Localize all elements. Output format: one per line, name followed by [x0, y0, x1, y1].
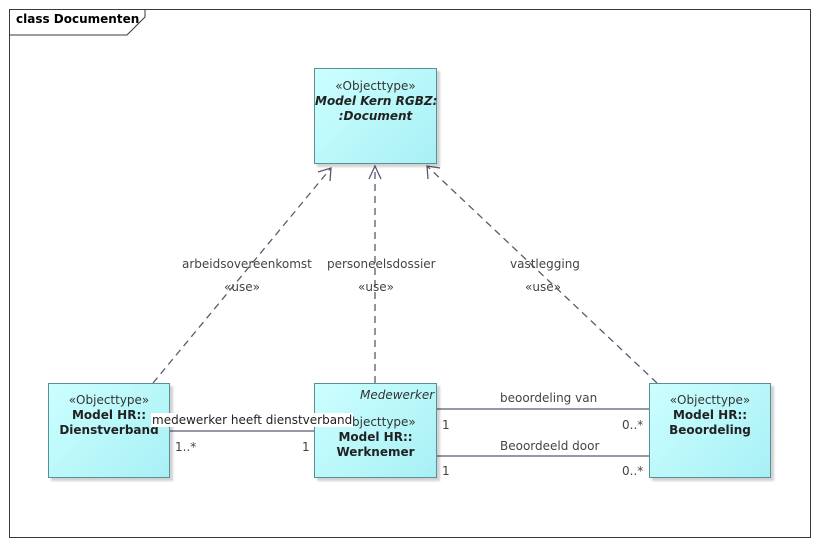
dependency-personeelsdossier-arrowhead: [368, 164, 382, 180]
association-dienstverband-target-multiplicity: 1: [302, 440, 310, 454]
class-werknemer[interactable]: «Objecttype» Model HR:: Werknemer: [314, 383, 437, 478]
association-beoordeeld-door-label: Beoordeeld door: [500, 439, 600, 453]
dependency-personeelsdossier-label: personeelsdossier: [327, 257, 436, 271]
class-werknemer-name-line1: Model HR::: [338, 430, 413, 444]
class-dienstverband-name-line2: Dienstverband: [59, 423, 159, 437]
diagram-frame: [9, 9, 811, 538]
association-beoordeeld-door-source-multiplicity: 1: [442, 464, 450, 478]
dependency-arbeidsovereenkomst-label: arbeidsovereenkomst: [182, 257, 312, 271]
class-document-stereotype: «Objecttype»: [335, 79, 416, 93]
class-dienstverband[interactable]: «Objecttype» Model HR:: Dienstverband: [48, 383, 170, 478]
class-dienstverband-stereotype: «Objecttype»: [68, 393, 150, 407]
association-beoordeling-van-target-multiplicity: 0..*: [622, 418, 644, 432]
association-beoordeling-van-label: beoordeling van: [500, 391, 598, 405]
dependency-vastlegging-stereotype: «use»: [525, 280, 561, 294]
dependency-arbeidsovereenkomst-stereotype: «use»: [224, 280, 260, 294]
class-document-name-line1: Model Kern RGBZ:: [315, 94, 438, 108]
association-dienstverband-source-multiplicity: 1..*: [175, 440, 197, 454]
class-document[interactable]: «Objecttype» Model Kern RGBZ: :Document: [314, 68, 437, 164]
association-dienstverband-label: medewerker heeft dienstverband: [151, 413, 354, 427]
dependency-vastlegging-line: [426, 165, 658, 384]
association-beoordeling-van-source-multiplicity: 1: [442, 418, 450, 432]
class-beoordeling-stereotype: «Objecttype»: [669, 393, 751, 407]
association-beoordeeld-door-target-multiplicity: 0..*: [622, 464, 644, 478]
class-beoordeling[interactable]: «Objecttype» Model HR:: Beoordeling: [649, 383, 771, 478]
dependency-arbeidsovereenkomst-line: [152, 167, 332, 384]
dependency-vastlegging-arrowhead: [426, 165, 441, 180]
class-werknemer-role: Medewerker: [360, 388, 435, 402]
class-document-name-line2: :Document: [338, 109, 413, 123]
class-dienstverband-name-line1: Model HR::: [71, 408, 147, 422]
class-werknemer-name-line2: Werknemer: [336, 445, 415, 459]
class-beoordeling-name-line1: Model HR::: [672, 408, 748, 422]
class-beoordeling-name-line2: Beoordeling: [669, 423, 751, 437]
dependency-vastlegging-label: vastlegging: [510, 257, 580, 271]
dependency-arbeidsovereenkomst-arrowhead: [317, 167, 332, 182]
diagram-title: class Documenten: [16, 12, 140, 26]
dependency-personeelsdossier-stereotype: «use»: [358, 280, 394, 294]
class-werknemer-stereotype: «Objecttype»: [335, 415, 416, 429]
